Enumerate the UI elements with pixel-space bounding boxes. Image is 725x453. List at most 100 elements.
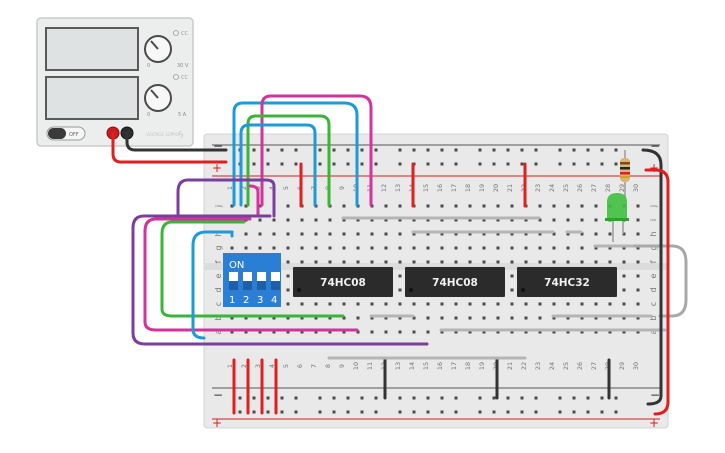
wire-blue-3[interactable] <box>191 230 234 340</box>
column-number-bottom: 19 <box>478 362 486 370</box>
wire-blue-2[interactable] <box>239 123 317 207</box>
column-number-bottom: 9 <box>338 364 346 368</box>
dip-number-4: 4 <box>271 295 277 306</box>
power-supply[interactable]: CC 0 30 V CC 0 5 A OFF VOLTAGE SUPPLY ϟ <box>36 17 194 147</box>
row-letter: c <box>214 302 223 306</box>
column-number-top: 27 <box>590 184 598 192</box>
column-number-top: 16 <box>436 184 444 192</box>
wire-black-right-rail[interactable] <box>641 148 663 406</box>
row-letter: b <box>214 315 223 320</box>
row-letter: f <box>214 260 223 263</box>
voltage-knob[interactable] <box>144 35 172 63</box>
dip-number-2: 2 <box>243 295 249 306</box>
column-number-top: 5 <box>282 186 290 190</box>
column-number-bottom: 27 <box>590 362 598 370</box>
column-number-top: 12 <box>380 184 388 192</box>
chip-2-label: 74HC08 <box>432 277 478 289</box>
column-number-bottom: 6 <box>296 364 304 368</box>
column-number-bottom: 17 <box>450 362 458 370</box>
wire-magenta-3[interactable] <box>143 217 359 332</box>
column-number-top: 17 <box>450 184 458 192</box>
chip-3[interactable]: 74HC32 <box>517 267 617 297</box>
dip-toggle-4[interactable] <box>271 272 280 290</box>
wire-magenta-1[interactable] <box>260 94 373 207</box>
led[interactable] <box>605 193 629 242</box>
column-number-bottom: 23 <box>534 362 542 370</box>
voltage-display <box>45 27 139 71</box>
column-number-bottom: 25 <box>562 362 570 370</box>
wire-red-right-rail[interactable] <box>644 168 670 416</box>
short-jumpers[interactable] <box>232 162 611 415</box>
bolt-icon: ϟ <box>178 131 184 141</box>
gray-jumpers[interactable] <box>327 216 667 360</box>
wire-blue-1[interactable] <box>232 101 359 207</box>
row-letter: g <box>649 245 658 250</box>
rail-plus-top-right: + <box>649 161 659 175</box>
column-number-bottom: 5 <box>282 364 290 368</box>
wire-green-1[interactable] <box>246 114 331 207</box>
column-number-top: 20 <box>492 184 500 192</box>
column-number-bottom: 14 <box>408 362 416 370</box>
row-letter: d <box>214 287 223 292</box>
column-number-top: 2 <box>240 186 248 190</box>
column-number-top: 21 <box>506 184 514 192</box>
row-letter: i <box>649 219 658 221</box>
column-number-bottom: 15 <box>422 362 430 370</box>
column-number-bottom: 22 <box>520 362 528 370</box>
column-number-bottom: 7 <box>310 364 318 368</box>
dip-number-1: 1 <box>229 295 235 306</box>
row-letter: c <box>649 302 658 306</box>
column-number-bottom: 11 <box>366 362 374 370</box>
row-letter: f <box>649 260 658 263</box>
column-number-top: 19 <box>478 184 486 192</box>
wire-black-power[interactable] <box>125 131 228 152</box>
rail-plus-bottom-left: + <box>212 416 222 430</box>
resistor[interactable] <box>620 150 630 198</box>
row-letter: h <box>214 231 223 236</box>
column-number-top: 28 <box>604 184 612 192</box>
power-switch-label: OFF <box>69 132 79 138</box>
column-number-bottom: 2 <box>240 364 248 368</box>
dip-on-label: ON <box>229 260 244 271</box>
column-number-bottom: 18 <box>464 362 472 370</box>
wire-purple-1[interactable] <box>176 178 276 218</box>
dip-toggle-1[interactable] <box>229 272 238 290</box>
dip-toggle-2[interactable] <box>243 272 252 290</box>
column-number-top: 15 <box>422 184 430 192</box>
power-switch[interactable]: OFF <box>46 126 86 141</box>
column-number-bottom: 10 <box>352 362 360 370</box>
wire-purple-2[interactable] <box>131 214 429 346</box>
wire-green-2[interactable] <box>160 220 345 318</box>
chip-3-label: 74HC32 <box>544 277 590 289</box>
gray-loop-wire[interactable] <box>633 244 688 318</box>
dip-toggle-3[interactable] <box>257 272 266 290</box>
wire-magenta-2[interactable] <box>248 184 260 218</box>
column-number-top: 26 <box>576 184 584 192</box>
row-letter: e <box>214 273 223 278</box>
column-number-bottom: 16 <box>436 362 444 370</box>
row-letter: g <box>214 245 223 250</box>
rail-plus-top-left: + <box>212 161 222 175</box>
chip-1-label: 74HC08 <box>320 277 366 289</box>
column-number-bottom: 26 <box>576 362 584 370</box>
column-number-top: 24 <box>548 184 556 192</box>
brand-text: VOLTAGE SUPPLY <box>146 132 180 137</box>
current-knob[interactable] <box>144 84 172 112</box>
row-letter: b <box>649 315 658 320</box>
column-number-bottom: 4 <box>268 364 276 368</box>
rail-minus-top-right: − <box>650 139 660 153</box>
dip-switch[interactable]: ON 1 2 3 4 <box>223 253 281 307</box>
row-letter: e <box>649 273 658 278</box>
row-letter: j <box>214 205 223 208</box>
chip-1[interactable]: 74HC08 <box>293 267 393 297</box>
knob2-max-label: 5 A <box>178 112 187 118</box>
column-number-top: 29 <box>618 184 626 192</box>
wire-red-power[interactable] <box>111 131 228 164</box>
row-letter: d <box>649 287 658 292</box>
row-letter: a <box>214 329 223 334</box>
chip-2[interactable]: 74HC08 <box>405 267 505 297</box>
knob2-min-label: 0 <box>147 112 150 118</box>
column-number-bottom: 8 <box>324 364 332 368</box>
